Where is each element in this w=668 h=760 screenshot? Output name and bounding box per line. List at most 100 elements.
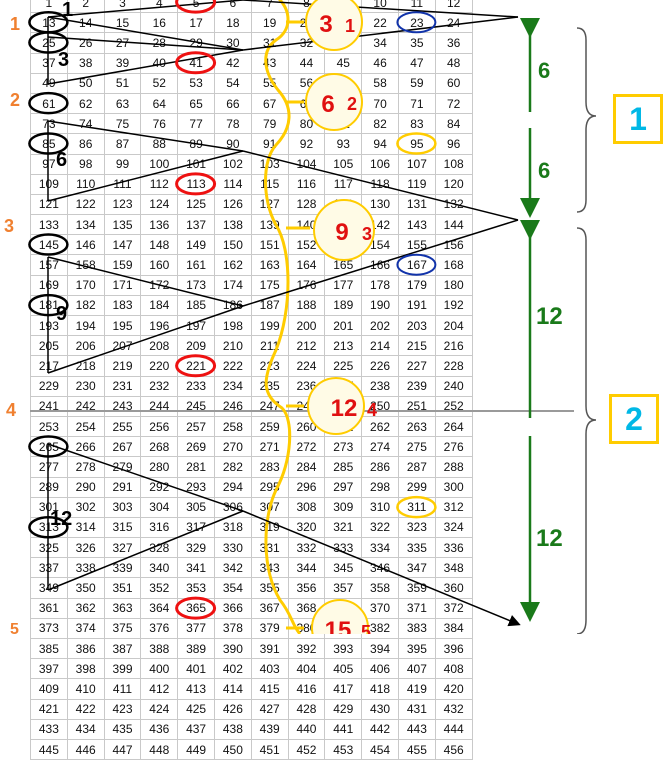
- grid-cell: 65: [177, 92, 215, 115]
- grid-cell: 227: [397, 355, 436, 377]
- grid-cell: 403: [250, 658, 289, 680]
- grid-cell: 48: [434, 52, 473, 74]
- grid-cell: 438: [213, 718, 252, 740]
- grid-cell: 419: [397, 678, 436, 700]
- grid-cell: 217: [30, 355, 68, 377]
- grid-cell: 300: [434, 476, 473, 498]
- grid-cell: 203: [397, 314, 436, 337]
- grid-cell: 190: [361, 294, 399, 317]
- grid-cell: 143: [397, 214, 436, 236]
- grid-cell: 396: [434, 637, 473, 660]
- brace-1: [576, 27, 597, 213]
- grid-cell: 75: [103, 113, 142, 135]
- grid-cell: 297: [324, 476, 363, 498]
- grid-cell: 452: [287, 738, 326, 760]
- grid-cell: 390: [213, 637, 252, 660]
- grid-cell: 352: [140, 577, 179, 599]
- grid-cell: 167: [397, 254, 436, 276]
- grid-cell: 308: [287, 496, 326, 518]
- grid-cell: 415: [250, 678, 289, 700]
- grid-cell: 164: [287, 254, 326, 276]
- grid-cell: 215: [397, 335, 436, 357]
- grid-cell: 445: [30, 738, 68, 760]
- grid-cell: 192: [434, 294, 473, 317]
- grid-cell: 333: [324, 537, 363, 559]
- grid-cell: 99: [103, 153, 142, 175]
- grid-cell: 105: [324, 153, 363, 175]
- grid-cell: 182: [66, 294, 105, 317]
- grid-cell: 437: [177, 718, 215, 740]
- grid-cell: 340: [140, 557, 179, 579]
- orange-number-4: 4: [6, 400, 16, 420]
- black-oval-145: [28, 233, 69, 256]
- grid-cell: 395: [397, 637, 436, 660]
- grid-cell: 450: [213, 738, 252, 760]
- grid-cell: 448: [140, 738, 179, 760]
- grid-cell: 284: [287, 456, 326, 478]
- grid-cell: 230: [66, 375, 105, 397]
- grid-cell: 151: [250, 234, 289, 256]
- grid-cell: 411: [103, 678, 142, 700]
- black-number-1: 1: [62, 0, 73, 21]
- grid-cell: 416: [287, 678, 326, 700]
- grid-row: 121122123124125126127128129130131132: [30, 193, 473, 216]
- grid-cell: 409: [30, 678, 68, 700]
- grid-cell: 406: [361, 658, 399, 680]
- grid-cell: 387: [103, 637, 142, 660]
- grid-cell: 288: [434, 456, 473, 478]
- black-oval-25: [28, 31, 69, 54]
- red-oval-41: [175, 51, 217, 75]
- grid-cell: 317: [177, 516, 215, 539]
- grid-cell: 348: [434, 557, 473, 579]
- orange-number-2: 2: [10, 90, 20, 110]
- green-number-6b: 6: [538, 158, 550, 183]
- grid-row: 133134135136137138139140141142143144: [30, 214, 473, 236]
- grid-cell: 184: [140, 294, 179, 317]
- grid-cell: 402: [213, 658, 252, 680]
- grid-cell: 178: [361, 274, 399, 296]
- grid-cell: 385: [30, 637, 68, 660]
- grid-cell: 191: [397, 294, 436, 317]
- grid-cell: 314: [66, 516, 105, 539]
- grid-cell: 389: [177, 637, 215, 660]
- grid-cell: 427: [250, 698, 289, 720]
- grid-cell: 214: [361, 335, 399, 357]
- grid-cell: 315: [103, 516, 142, 539]
- orange-number-3: 3: [4, 216, 14, 236]
- grid-cell: 130: [361, 193, 399, 216]
- grid-cell: 328: [140, 537, 179, 559]
- red-oval-5: [175, 0, 217, 14]
- grid-cell: 208: [140, 335, 179, 357]
- grid-cell: 407: [397, 658, 436, 680]
- grid-cell: 98: [66, 153, 105, 175]
- grid-cell: 412: [140, 678, 179, 700]
- grid-cell: 94: [361, 133, 399, 155]
- black-number-3: 3: [58, 49, 69, 71]
- blue-oval-23: [396, 11, 437, 34]
- yellow-oval-311: [396, 495, 437, 519]
- black-oval-85: [28, 132, 69, 155]
- blue-oval-167: [396, 253, 437, 276]
- red-oval-365: [175, 596, 217, 620]
- grid-cell: 392: [287, 637, 326, 660]
- grid-cell: 52: [140, 72, 179, 94]
- grid-cell: 429: [324, 698, 363, 720]
- grid-cell: 197: [177, 314, 215, 337]
- grid-cell: 269: [177, 436, 215, 458]
- grid-cell: 301: [30, 496, 68, 518]
- grid-cell: 188: [287, 294, 326, 317]
- circle-sub-2: 2: [347, 94, 357, 114]
- section-box-2: 2: [609, 394, 659, 444]
- grid-cell: 422: [66, 698, 105, 720]
- grid-cell: 322: [361, 516, 399, 539]
- grid-cell: 455: [397, 738, 436, 760]
- grid-cell: 447: [103, 738, 142, 760]
- grid-cell: 240: [434, 375, 473, 397]
- circle-sub-5: 5: [361, 622, 371, 634]
- grid-cell: 74: [66, 113, 105, 135]
